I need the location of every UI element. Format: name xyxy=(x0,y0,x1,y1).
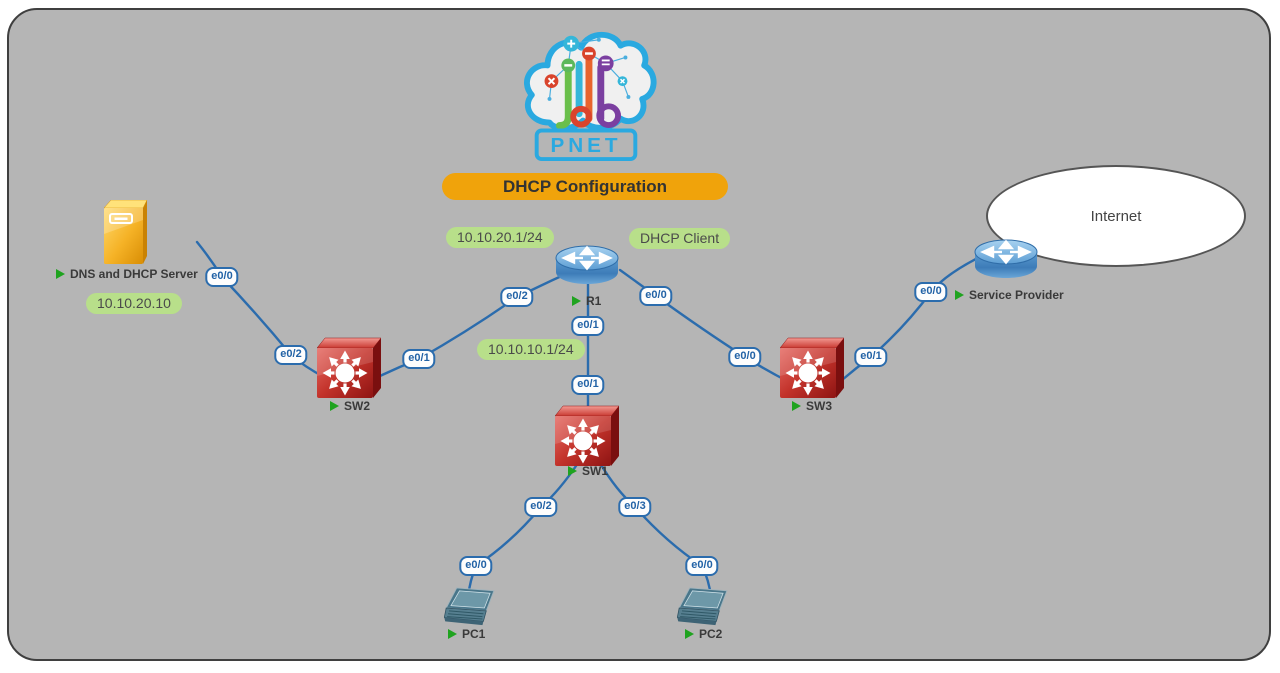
running-icon xyxy=(792,401,801,411)
link-sw1-pc1 xyxy=(466,461,580,599)
node-label-text: Service Provider xyxy=(969,288,1064,302)
pnetlab-logo: PNET xyxy=(524,31,657,162)
interface-label: e0/2 xyxy=(274,345,308,365)
node-label-text: DNS and DHCP Server xyxy=(70,267,198,281)
node-sw1[interactable] xyxy=(554,404,620,471)
switch-icon xyxy=(554,405,620,466)
running-icon xyxy=(572,296,581,306)
node-sw3[interactable] xyxy=(779,336,845,403)
annotation-r1-lan10-ip: 10.10.10.1/24 xyxy=(477,339,585,360)
server-icon xyxy=(103,199,148,264)
router-icon xyxy=(555,245,619,284)
node-label-text: SW2 xyxy=(344,399,371,413)
laptop-icon xyxy=(676,587,728,626)
interface-label: e0/1 xyxy=(854,347,888,367)
node-label-text: PC2 xyxy=(699,627,723,641)
interface-label: e0/0 xyxy=(459,556,493,576)
link-server-sw2 xyxy=(195,240,326,379)
internet-label: Internet xyxy=(1090,207,1142,225)
laptop-icon xyxy=(443,587,495,626)
node-label-pc2[interactable]: PC2 xyxy=(685,627,722,641)
logo-brand-text: PNET xyxy=(551,134,622,157)
annotation-server-ip: 10.10.20.10 xyxy=(86,293,182,314)
interface-label: e0/1 xyxy=(571,316,605,336)
running-icon xyxy=(685,629,694,639)
running-icon xyxy=(955,290,964,300)
link-sw2-r1 xyxy=(350,262,590,392)
interface-label: e0/0 xyxy=(914,282,948,302)
node-pc1[interactable] xyxy=(443,587,498,634)
node-label-sw3[interactable]: SW3 xyxy=(792,399,832,413)
node-label-sw2[interactable]: SW2 xyxy=(330,399,370,413)
lab-title-banner: DHCP Configuration xyxy=(442,173,728,200)
node-r1[interactable] xyxy=(554,242,620,293)
node-label-text: SW3 xyxy=(806,399,833,413)
node-label-sw1[interactable]: SW1 xyxy=(568,464,608,478)
node-label-text: SW1 xyxy=(582,464,609,478)
interface-label: e0/0 xyxy=(205,267,239,287)
link-r1-sw3 xyxy=(618,268,810,393)
router-icon xyxy=(974,239,1038,278)
interface-label: e0/0 xyxy=(639,286,673,306)
node-pc2[interactable] xyxy=(676,587,731,634)
interface-label: e0/1 xyxy=(402,349,436,369)
annotation-dhcp-client: DHCP Client xyxy=(629,228,731,249)
interface-label: e0/0 xyxy=(728,347,762,367)
interface-label: e0/2 xyxy=(500,287,534,307)
link-sw3-sp xyxy=(840,249,994,382)
interface-label: e0/3 xyxy=(618,497,652,517)
node-sw2[interactable] xyxy=(316,336,382,403)
running-icon xyxy=(568,466,577,476)
switch-icon xyxy=(316,337,382,398)
node-label-text: PC1 xyxy=(462,627,486,641)
node-service-provider[interactable] xyxy=(973,236,1039,287)
interface-label: e0/2 xyxy=(524,497,558,517)
logo-node-dots xyxy=(547,37,631,101)
node-label-pc1[interactable]: PC1 xyxy=(448,627,485,641)
node-label-server[interactable]: DNS and DHCP Server xyxy=(56,267,198,281)
node-label-r1[interactable]: R1 xyxy=(572,294,601,308)
node-dns-dhcp-server[interactable] xyxy=(100,199,148,273)
interface-label: e0/0 xyxy=(685,556,719,576)
logo-text-box xyxy=(534,128,638,162)
logo-lab-letters xyxy=(555,56,622,129)
node-label-service-provider[interactable]: Service Provider xyxy=(955,288,1064,302)
logo-service-icons xyxy=(544,35,628,89)
link-sw1-pc2 xyxy=(598,461,713,599)
switch-icon xyxy=(779,337,845,398)
node-label-text: R1 xyxy=(586,294,602,308)
interface-label: e0/1 xyxy=(571,375,605,395)
running-icon xyxy=(56,269,65,279)
running-icon xyxy=(330,401,339,411)
running-icon xyxy=(448,629,457,639)
annotation-r1-lan20-ip: 10.10.20.1/24 xyxy=(446,227,554,248)
